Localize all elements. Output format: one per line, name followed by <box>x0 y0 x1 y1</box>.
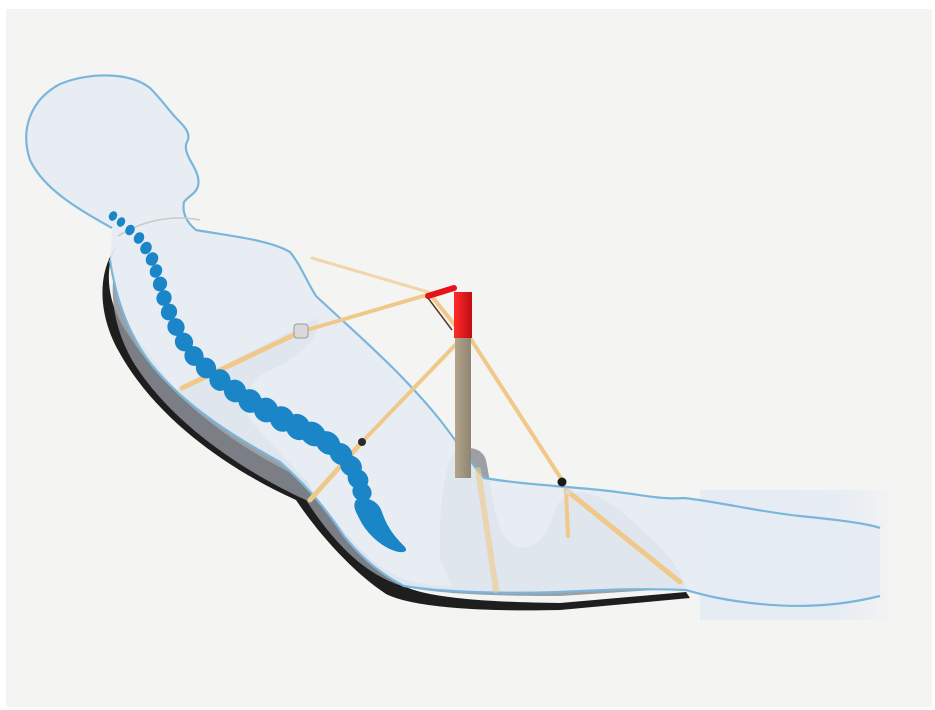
pivot-joint-knee-lower <box>565 489 571 495</box>
strap-knee-down <box>566 490 568 536</box>
pivot-joint-back <box>294 324 308 338</box>
vertical-post <box>455 336 471 478</box>
pivot-joint-hip <box>358 438 366 446</box>
pivot-joint-knee <box>558 478 567 487</box>
red-actuator <box>454 292 472 338</box>
